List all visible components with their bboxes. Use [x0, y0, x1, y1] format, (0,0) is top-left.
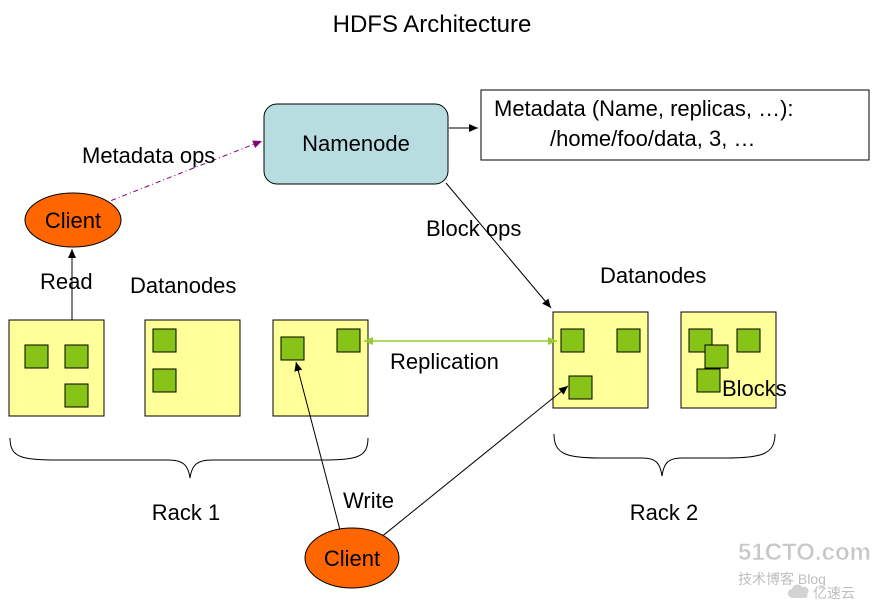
client-top	[24, 192, 122, 248]
watermark: 51CTO.com 技术博客 Blog 亿速云	[738, 539, 872, 601]
block	[152, 368, 177, 393]
datanode-rack1-2	[144, 319, 241, 417]
datanodes-left-label: Datanodes	[130, 273, 236, 298]
block	[152, 328, 177, 353]
rack2-label: Rack 2	[630, 500, 698, 525]
client-bottom	[304, 527, 400, 589]
metadata-ops-label: Metadata ops	[82, 143, 215, 168]
block	[64, 383, 89, 408]
block	[704, 344, 729, 369]
metadata-box	[480, 89, 870, 161]
namenode-label: Namenode	[302, 131, 410, 156]
blocks-label: Blocks	[722, 376, 787, 401]
read-label: Read	[40, 269, 93, 294]
metadata-line-1: Metadata (Name, replicas, …):	[494, 96, 794, 121]
watermark-corner: 亿速云	[813, 585, 855, 601]
watermark-sub: 技术博客 Blog	[738, 571, 826, 587]
block-ops-arrow	[445, 182, 552, 309]
diagram-title: HDFS Architecture	[333, 11, 532, 38]
metadata-ops-arrow	[99, 140, 263, 206]
block	[560, 328, 585, 353]
write-arrow-rack2	[379, 385, 569, 539]
block	[616, 328, 641, 353]
datanode-rack2-2	[680, 311, 777, 409]
block-ops-label: Block ops	[426, 216, 521, 241]
client-bottom-label: Client	[324, 546, 380, 571]
write-label: Write	[343, 488, 394, 513]
rack2-brace	[553, 433, 776, 477]
rack1-label: Rack 1	[152, 500, 220, 525]
cloud-logo-icon	[787, 584, 809, 598]
metadata-line-2: /home/foo/data, 3, …	[550, 126, 755, 151]
block	[64, 344, 89, 369]
block	[568, 375, 593, 400]
client-top-label: Client	[45, 208, 101, 233]
datanode-rack1-1	[8, 319, 105, 417]
watermark-brand: 51CTO.com	[738, 539, 871, 566]
replication-label: Replication	[390, 349, 499, 374]
block	[736, 328, 761, 353]
write-arrow-rack1	[294, 361, 341, 531]
block	[24, 344, 49, 369]
rack1-brace	[9, 437, 369, 479]
datanodes-right-label: Datanodes	[600, 263, 706, 288]
block	[696, 368, 721, 393]
datanode-rack1-3	[272, 319, 369, 417]
block	[336, 328, 361, 353]
datanode-rack2-1	[552, 311, 649, 409]
namenode-box	[263, 103, 449, 185]
block	[280, 336, 305, 361]
